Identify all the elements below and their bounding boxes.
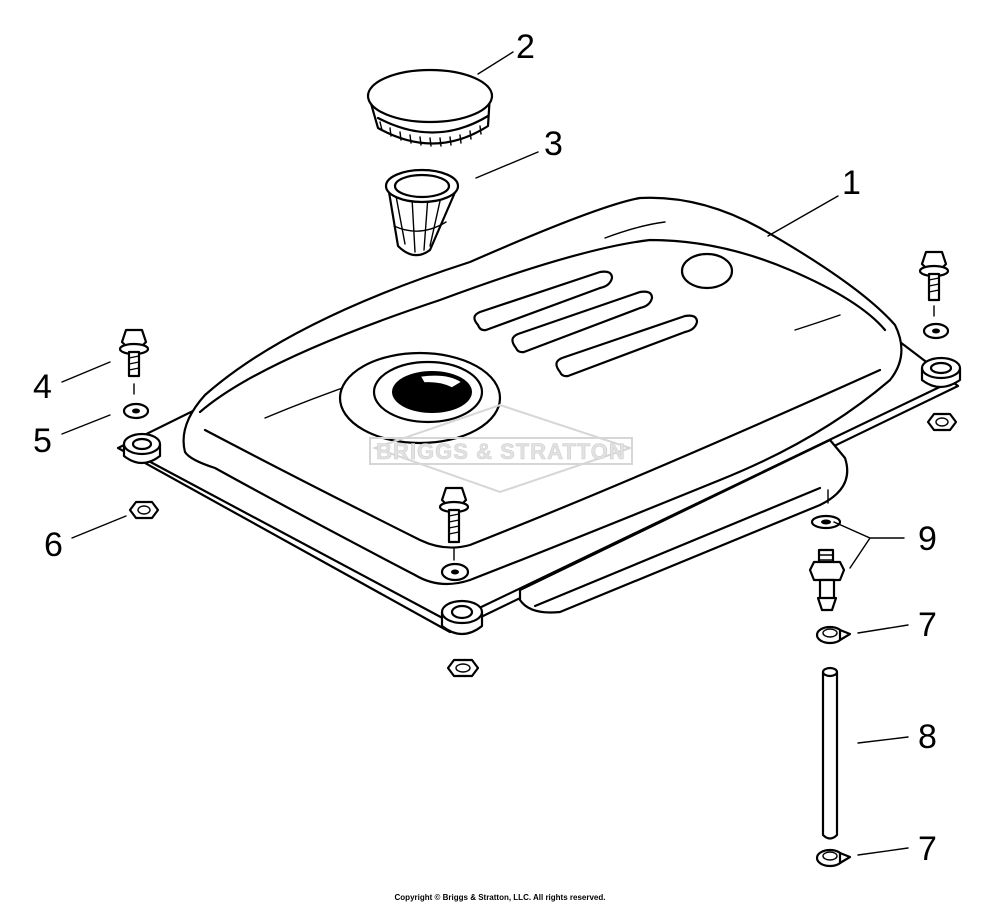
callout-5-label: 5 [33,422,52,460]
callout-2-label: 2 [516,28,535,66]
callout-3-label: 3 [544,125,563,163]
hose-clamp-upper [815,625,852,645]
callout-9-label: 9 [918,520,937,558]
bolt-left [118,328,150,395]
callout-6-label: 6 [44,526,63,564]
fuel-cap [366,68,494,147]
bolt-right [918,250,950,317]
washer-center [440,562,470,582]
copyright-notice: Copyright © Briggs & Stratton, LLC. All … [394,893,606,902]
callout-1-label: 1 [842,164,861,202]
nut-left [128,500,160,520]
fuel-strainer [384,168,460,257]
washer-right [922,322,950,340]
fuel-line-hose [821,666,839,840]
grommet-rear-right [920,356,962,389]
leader-lines [61,51,909,856]
nut-center [446,658,480,678]
fuel-tank-body [182,196,903,586]
hose-clamp-lower [815,848,852,868]
fuel-fitting-assembly [808,489,846,612]
watermark-text: BRIGGS & STRATTON [376,439,626,464]
nut-right [926,412,958,432]
callout-7-upper-label: 7 [918,606,937,644]
callout-4-label: 4 [33,368,52,406]
callout-8-label: 8 [918,718,937,756]
brand-watermark: BRIGGS & STRATTON [369,403,634,494]
callout-7-lower-label: 7 [918,830,937,868]
washer-left [122,402,150,420]
grommet-front-center [440,599,484,636]
bolt-center [438,486,470,561]
grommet-front-left [122,432,162,465]
